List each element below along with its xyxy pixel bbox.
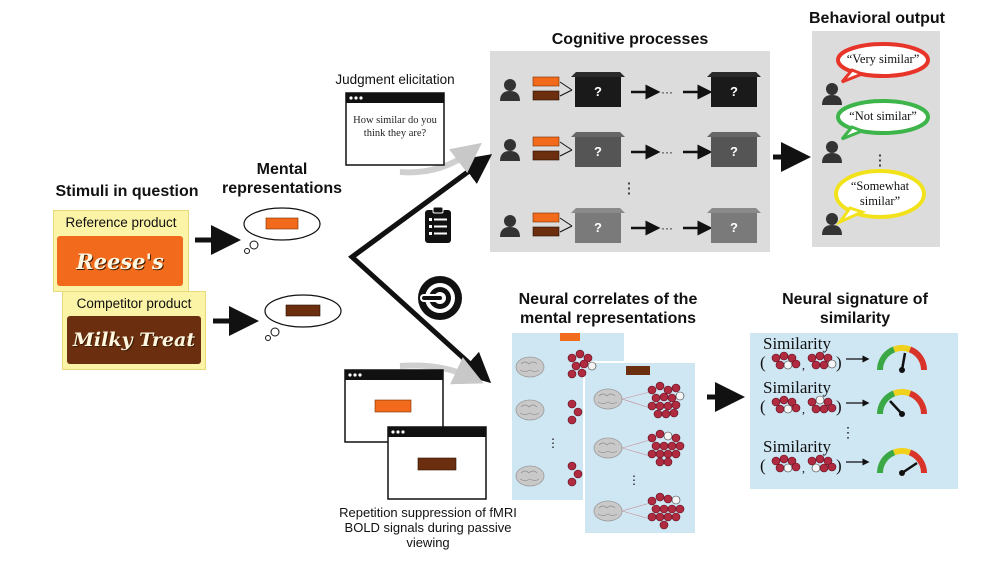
svg-text:,: , [802,358,805,372]
svg-text:(: ( [760,456,766,475]
svg-text:(: ( [760,353,766,372]
response-somewhat-similar: “Somewhat similar” [850,179,910,208]
judgment-window [345,92,445,166]
cognitive-row-3: ? ··· ? [500,208,761,243]
gray-arrow-bottom [399,357,484,385]
svg-text:···: ··· [661,145,673,159]
speech-bubble-1 [836,42,930,84]
header-behavioral-output: Behavioral output [808,10,945,27]
response-very-similar: “Very similar” [846,52,920,66]
similarity-label-1: Similarity [763,334,831,353]
fmri-window-2 [387,426,487,500]
similarity-label-2: Similarity [763,378,831,397]
clipboard-icon [425,206,451,243]
behavior-vertical-ellipsis: ⋮ [873,152,888,169]
header-cognitive-processes: Cognitive processes [551,31,709,48]
similarity-label-3: Similarity [763,437,831,456]
svg-text:⋮: ⋮ [547,436,559,450]
speech-bubble-3 [834,169,926,226]
svg-text:,: , [802,461,805,475]
header-mental-representations: Mental representations [222,161,343,197]
svg-text:,: , [802,402,805,416]
svg-text:?: ? [730,84,738,99]
branch-arrow [348,160,492,384]
svg-text:?: ? [594,220,602,235]
response-not-similar: “Not similar” [849,109,917,123]
reeses-wrapper: Reese's [57,236,183,286]
gray-arrow-top [399,142,482,176]
cognitive-vertical-ellipsis: ⋮ [622,180,637,197]
signature-vertical-ellipsis: ⋮ [841,424,855,440]
gauge-2 [876,388,928,417]
judgment-question: How similar do you think they are? [353,115,437,139]
svg-text:?: ? [594,84,602,99]
svg-text:): ) [836,456,842,475]
neural-back-content: ⋮ [515,333,597,487]
thought-bubble-reference [243,207,321,254]
speech-bubble-2 [836,99,930,141]
svg-text:?: ? [594,144,602,159]
reference-product-box: Reference product Reese's [53,210,189,292]
header-stimuli: Stimuli in question [55,183,199,200]
reference-product-label: Reference product [65,215,177,230]
competitor-product-box: Competitor product Milky Treat [62,291,206,370]
reeses-brand: Reese's [76,248,164,274]
svg-text:⋮: ⋮ [628,473,640,487]
signature-row-2: ( , ) [760,388,928,417]
fmri-caption: Repetition suppression of fMRI BOLD sign… [339,505,517,550]
signature-row-1: ( , ) [760,344,928,373]
gauge-3 [876,447,928,476]
svg-text:): ) [836,397,842,416]
cognitive-row-2: ? ··· ? [500,132,761,167]
competitor-product-label: Competitor product [76,296,192,311]
milky-treat-wrapper: Milky Treat [67,316,201,364]
judgment-title: Judgment elicitation [335,72,455,87]
gauge-1 [876,344,928,373]
header-neural-signature: Neural signature of similarity [782,291,928,327]
svg-text:···: ··· [661,221,673,235]
header-neural-correlates: Neural correlates of the mental represen… [518,291,698,327]
svg-text:(: ( [760,397,766,416]
svg-text:): ) [836,353,842,372]
svg-text:···: ··· [661,85,673,99]
svg-text:?: ? [730,144,738,159]
neural-front-content: ⋮ [593,366,685,530]
svg-text:?: ? [730,220,738,235]
thought-bubble-competitor [264,294,342,341]
scanner-icon [418,276,462,320]
signature-row-3: ( , ) [760,447,928,476]
milky-treat-brand: Milky Treat [72,329,196,351]
cognitive-row-1: ? ··· ? [500,72,761,107]
